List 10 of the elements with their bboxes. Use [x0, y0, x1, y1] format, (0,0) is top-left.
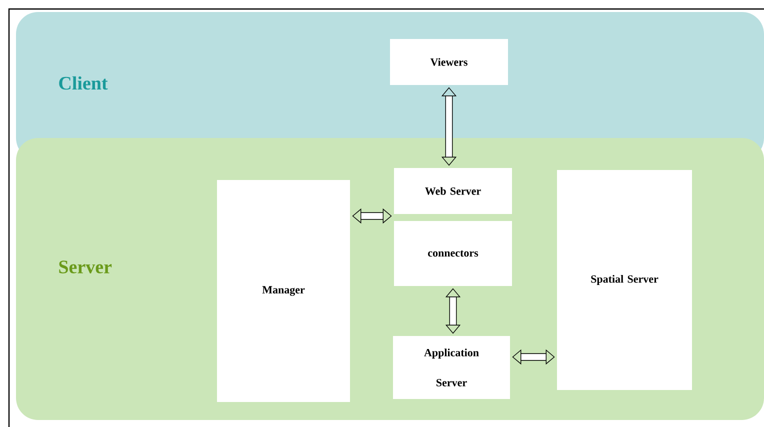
component-box: Viewers: [390, 39, 508, 85]
component-box: Web Server: [394, 168, 512, 214]
component-box: connectors: [394, 221, 512, 286]
component-box: Application Server: [393, 336, 510, 399]
component-box: Spatial Server: [557, 170, 692, 390]
component-box: Manager: [217, 180, 350, 402]
double-arrow: [352, 208, 392, 224]
double-arrow: [512, 349, 555, 365]
double-arrow: [441, 87, 457, 166]
double-arrow: [445, 288, 461, 334]
